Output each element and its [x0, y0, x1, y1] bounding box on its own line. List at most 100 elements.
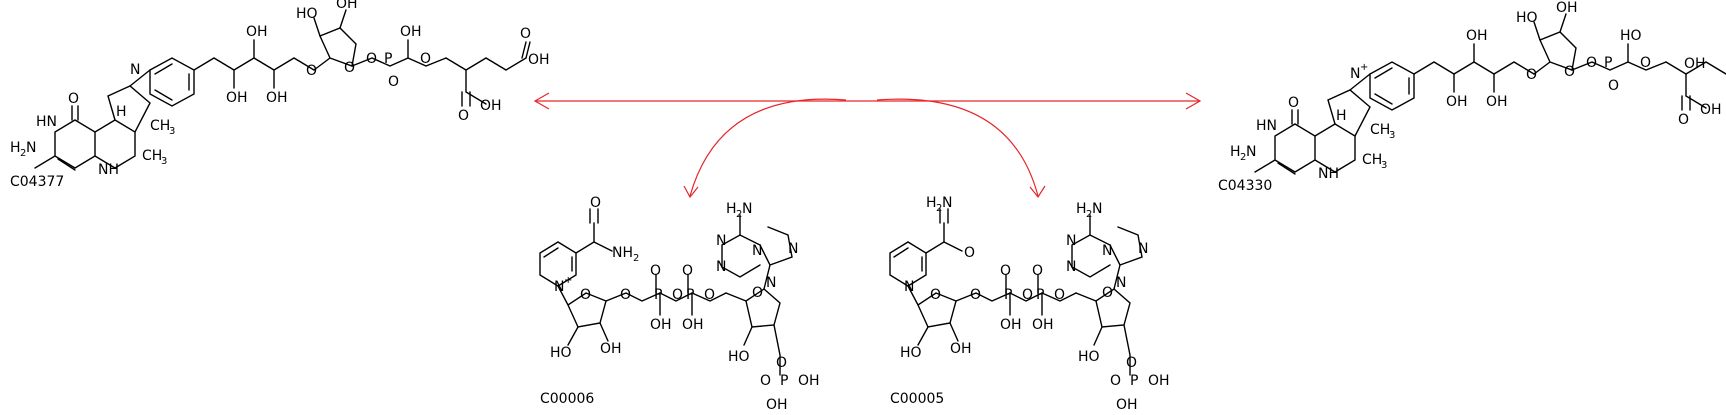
compound-c04330: H 2 N HN O NH H N + CH 3 CH 3 OH OH OH O…: [1218, 0, 1726, 194]
atom-label: H: [1230, 144, 1241, 160]
atom-label: N: [742, 201, 752, 217]
atom-label: O: [1054, 287, 1065, 303]
compound-c04377: H 2 N HN O NH H N CH 3 CH 3 OH OH OH O O…: [10, 0, 550, 190]
reaction-arrow: [533, 92, 1202, 199]
atom-label: OH: [1486, 94, 1508, 110]
main-arrow-head-right: [1185, 92, 1202, 110]
main-arrow-head-left: [533, 92, 550, 110]
atom-label: 2: [1086, 209, 1092, 220]
atom-label: OH: [246, 24, 268, 40]
atom-label: O: [672, 287, 683, 303]
atom-label: OH: [1556, 0, 1578, 16]
atom-label: OH: [950, 341, 972, 357]
atom-label: HN: [36, 114, 57, 130]
atom-label: O: [68, 91, 79, 107]
compound-c00006: O NH 2 N + O HO OH O O P OH O O P OH O O…: [539, 195, 820, 413]
atom-label: P: [1004, 287, 1012, 303]
atom-label: HO: [550, 345, 572, 361]
atom-label: O: [1110, 373, 1121, 389]
atom-label: N: [1092, 201, 1102, 217]
atom-label: H: [726, 201, 737, 217]
cofactor-arrow-right: [876, 98, 1039, 197]
atom-label: 2: [633, 253, 639, 264]
atom-label: O: [1586, 55, 1597, 71]
atom-label: 3: [1381, 160, 1387, 171]
atom-label: NH: [612, 245, 633, 261]
atom-label: O: [1126, 355, 1137, 371]
atom-label: N: [1116, 275, 1126, 291]
atom-label: N: [752, 243, 762, 259]
atom-label: N: [1138, 241, 1148, 257]
charge-label: +: [1360, 62, 1368, 73]
atom-label: O: [1526, 67, 1537, 83]
atom-label: OH: [336, 0, 358, 12]
atom-label: P: [686, 287, 694, 303]
atom-label: HO: [1078, 349, 1100, 365]
atom-label: P: [1036, 287, 1044, 303]
atom-label: 2: [20, 148, 26, 159]
atom-label: O: [682, 263, 693, 279]
cofactor-arrow-left-head: [683, 185, 699, 199]
atom-label: OH: [1684, 56, 1706, 72]
atom-label: HO: [1516, 10, 1538, 26]
atom-label: N: [130, 62, 140, 78]
atom-label: O: [420, 51, 431, 67]
atom-label: P: [1604, 55, 1612, 71]
atom-label: N: [766, 275, 776, 291]
atom-label: OH: [1032, 317, 1054, 333]
atom-label: O: [930, 287, 941, 303]
atom-label: N: [1066, 259, 1076, 275]
cofactor-arrow-left: [689, 98, 847, 197]
atom-label: H: [1336, 108, 1347, 124]
atom-label: O: [760, 373, 771, 389]
atom-label: O: [1640, 55, 1651, 71]
atom-label: HO: [1620, 28, 1642, 44]
atom-label: P: [384, 51, 392, 67]
compound-id-c00006: C00006: [540, 391, 594, 407]
atom-label: O: [776, 355, 787, 371]
atom-label: HO: [900, 345, 922, 361]
atom-label: O: [1032, 263, 1043, 279]
atom-label: 2: [1240, 152, 1246, 163]
atom-label: O: [752, 285, 763, 301]
atom-label: N: [1246, 144, 1256, 160]
atom-label: OH: [600, 341, 622, 357]
atom-label: OH: [1446, 94, 1468, 110]
compound-id-c00005: C00005: [890, 391, 944, 407]
atom-label: OH: [1116, 397, 1138, 413]
atom-label: CH: [142, 148, 162, 164]
atom-label: P: [1130, 373, 1138, 389]
atom-label: OH: [682, 317, 704, 333]
atom-label: H: [926, 195, 937, 211]
atom-label: CH: [1370, 122, 1390, 138]
atom-label: HN: [1256, 118, 1277, 134]
atom-label: OH: [766, 397, 788, 413]
atom-label: O: [620, 287, 631, 303]
atom-label: N: [904, 279, 914, 295]
atom-label: HO: [296, 6, 318, 22]
atom-label: N: [716, 233, 726, 249]
atom-label: 2: [936, 203, 942, 214]
atom-label: 3: [169, 126, 175, 137]
atom-label: OH: [650, 317, 672, 333]
atom-label: O: [964, 245, 975, 261]
atom-label: 2: [736, 209, 742, 220]
atom-label: P: [780, 373, 788, 389]
atom-label: H: [10, 140, 21, 156]
atom-label: OH: [1700, 102, 1722, 118]
atom-label: N: [716, 259, 726, 275]
atom-label: NH: [1318, 166, 1339, 182]
atom-label: P: [654, 287, 662, 303]
atom-label: OH: [528, 52, 550, 68]
atom-label: 3: [1389, 130, 1395, 141]
atom-label: N: [942, 195, 952, 211]
atom-label: O: [1000, 263, 1011, 279]
atom-label: N: [1350, 66, 1360, 82]
atom-label: O: [1564, 64, 1575, 80]
atom-label: O: [704, 287, 715, 303]
atom-label: O: [1678, 112, 1689, 128]
atom-label: 3: [161, 156, 167, 167]
atom-label: OH: [1148, 373, 1170, 389]
atom-label: O: [520, 26, 531, 42]
atom-label: O: [458, 108, 469, 124]
